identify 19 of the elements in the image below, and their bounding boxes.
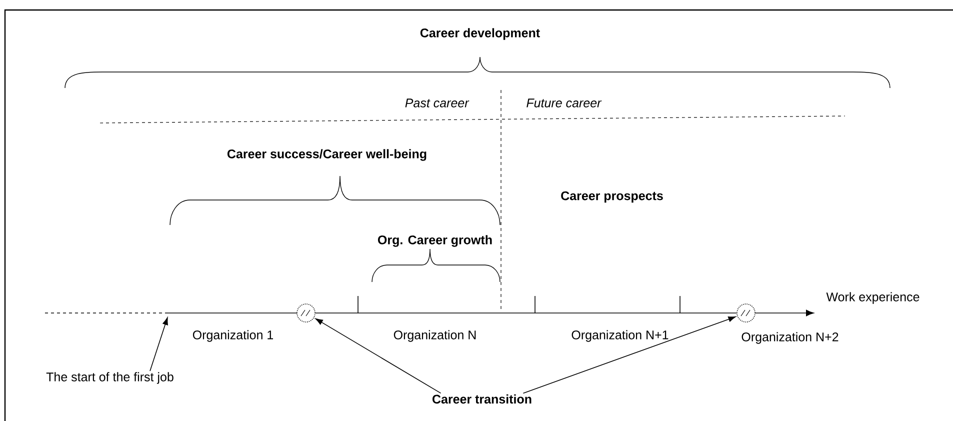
arrow [522, 316, 736, 394]
label: Organization N+1 [572, 330, 668, 342]
transition-circle [736, 304, 756, 322]
label: Career success/Career well-being [227, 149, 426, 161]
label: Organization 1 [192, 330, 274, 342]
timeline [315, 312, 737, 314]
label: Work experience [826, 292, 920, 304]
label: Career prospects [561, 191, 663, 203]
arrow [315, 318, 442, 394]
transition-circle [296, 304, 316, 322]
annotation-text: The start of the first job [46, 372, 174, 384]
label: Organization N [394, 330, 476, 342]
label: Future career [526, 98, 602, 108]
label: Past career [405, 98, 470, 108]
annotation-text: Career transition [432, 394, 532, 404]
arrow [150, 317, 168, 372]
label: Organization N+2 [742, 332, 838, 344]
label: Org. Career growth [378, 235, 492, 247]
label: Career development [420, 28, 540, 40]
